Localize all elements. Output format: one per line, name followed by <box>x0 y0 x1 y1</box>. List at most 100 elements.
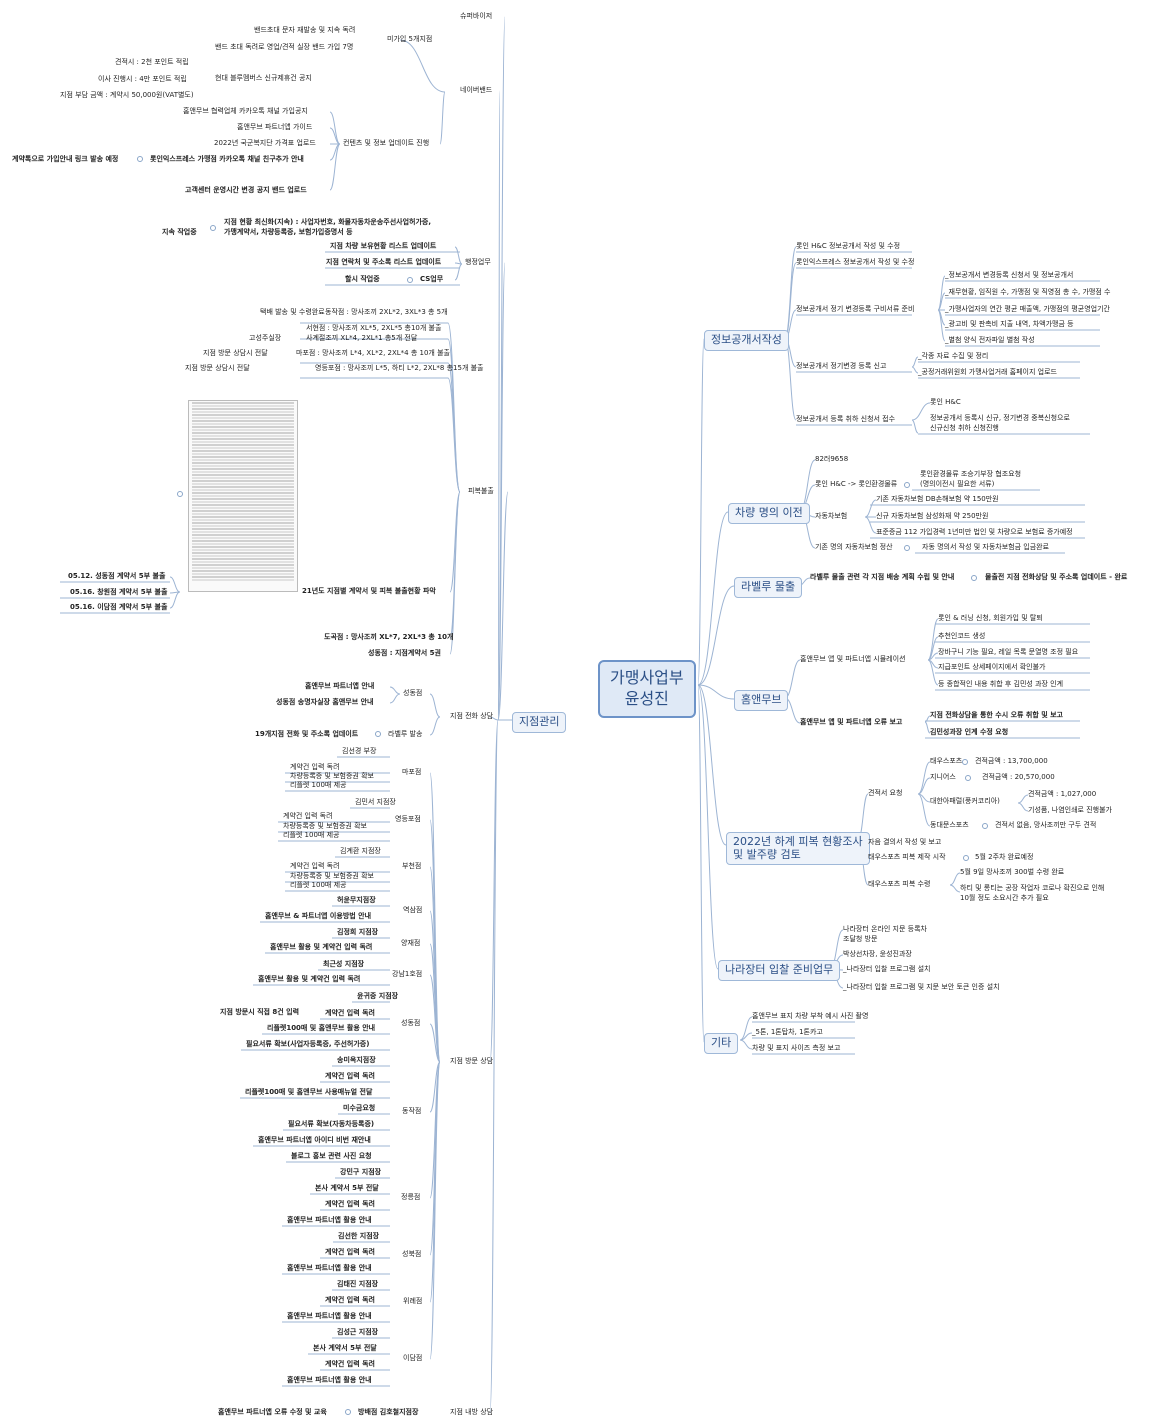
collapse-toggle[interactable] <box>137 156 143 162</box>
nara-item[interactable]: 나라장터 온라인 지문 등록차 <box>843 925 927 933</box>
info-doc-item[interactable]: _재무현황, 임직원 수, 가맹점 및 직영점 총 수, 가맹점 수 <box>945 288 1111 296</box>
uniform-dogok[interactable]: 도곡점 : 망사조끼 XL*7, 2XL*3 총 10개 <box>324 633 454 641</box>
collapse-toggle[interactable] <box>177 491 183 497</box>
branch-vehicle[interactable]: 차량 명의 이전 <box>728 503 810 524</box>
vehicle-settlement[interactable]: 자동 명의서 작성 및 자동차보험금 입금완료 <box>922 543 1050 551</box>
info-doc-item[interactable]: _가맹사업자의 연간 평균 매출액, 가맹점의 평균영업기간 <box>945 305 1110 313</box>
naver-unjoined-item[interactable]: 밴드초대 문자 재발송 및 지속 독려 <box>254 26 356 34</box>
visit-branch-item[interactable]: 본사 계약서 5부 전달 <box>315 1184 379 1192</box>
collapse-toggle[interactable] <box>407 277 413 283</box>
home-issue[interactable]: 장바구니 기능 필요, 레일 목록 문열명 조정 필요 <box>938 648 1079 656</box>
vendor-quote[interactable]: 견적서 없음, 망사조끼만 구두 견적 <box>995 821 1097 829</box>
nara-item[interactable]: _나라장터 입찰 프로그램 및 지문 보안 토큰 인증 설치 <box>843 983 1000 991</box>
visit-branch-item[interactable]: 리플렛100매 및 홈앤무브 활용 안내 <box>267 1024 376 1032</box>
visit-branch-item[interactable]: 필요서류 확보(자동차등록증) <box>288 1120 375 1128</box>
uniform-row[interactable]: 동작점 : 망사조끼 2XL*2, 3XL*3 총 5개 <box>325 308 448 316</box>
vendor-name[interactable]: 대한아패럴(풍커코리아) <box>930 797 1000 805</box>
phone-sd-item[interactable]: 성동점 송명자실장 홈앤무브 안내 <box>276 698 374 706</box>
left-branch[interactable]: 네이버밴드 <box>460 86 493 94</box>
visit-branch-name[interactable]: 강남1호점 <box>392 970 423 978</box>
visit-branch-item[interactable]: 김선경 부장 <box>342 747 377 755</box>
visit-branch-name[interactable]: 성북점 <box>402 1250 422 1258</box>
visit-branch-item[interactable]: 계약건 입력 독려 <box>325 1360 375 1368</box>
collapse-toggle[interactable] <box>963 855 969 861</box>
phone-label[interactable]: 라벨루 발송 <box>388 730 423 738</box>
visit-branch-item[interactable]: 홈앤무브 파트너앱 아이디 비번 재안내 <box>258 1136 371 1144</box>
vehicle-insurance[interactable]: 기존 자동차보험 DB손해보험 약 150만원 <box>876 495 999 503</box>
vehicle-item[interactable]: 롯인 H&C -> 롯인환경물류 <box>815 480 898 488</box>
visit-branch-item[interactable]: 계약건 입력 독려 <box>325 1009 375 1017</box>
label-update[interactable]: 물출전 지점 전화상담 및 주소록 업데이트 - 완료 <box>985 573 1128 581</box>
home-issue[interactable]: 등 종합적인 내용 취합 후 김민성 과장 인계 <box>938 680 1064 688</box>
admin-keep-tag[interactable]: 지속 작업중 <box>162 228 197 236</box>
visit-branch-item[interactable]: 홈앤무브 & 파트너앱 이용방법 안내 <box>265 912 372 920</box>
vehicle-item[interactable]: 기존 명의 자동차보험 정산 <box>815 543 893 551</box>
vendor-quote[interactable]: 견적금액 : 1,027,000 <box>1028 790 1097 798</box>
uniform-contract-date[interactable]: 05.16. 이담점 계약서 5부 불출 <box>70 603 168 611</box>
visit-branch-name[interactable]: 마포점 <box>402 768 422 776</box>
uniform-contract-date[interactable]: 05.16. 창원점 계약서 5부 불출 <box>70 588 168 596</box>
visit-branch-item[interactable]: 김성근 지점장 <box>337 1328 379 1336</box>
vehicle-item[interactable]: 82러9658 <box>815 455 849 463</box>
visit-branch-name[interactable]: 영등포점 <box>395 815 421 823</box>
visit-branch-item[interactable]: 홈앤무브 파트너앱 활용 안내 <box>287 1312 372 1320</box>
info-item[interactable]: 정보공개서 등록 취하 신청서 접수 <box>796 415 896 423</box>
admin-item-cont[interactable]: 가맹계약서, 차량등록증, 보험가입증명서 등 <box>224 228 353 236</box>
naver-unjoined[interactable]: 미가입 5개지점 <box>387 35 433 43</box>
vehicle-insurance[interactable]: 표준증금 112 가입경력 1년미만 법인 및 차량으로 보험료 증가예정 <box>876 528 1073 536</box>
label-plan[interactable]: 라벨루 물출 관련 각 지점 배송 계획 수립 및 안내 <box>810 573 955 581</box>
uniform-row[interactable]: 마포점 : 망사조끼 L*4, XL*2, 2XL*4 총 10개 불출 <box>296 349 450 357</box>
survey-step[interactable]: 태우스포츠 피복 제작 시작 <box>868 853 946 861</box>
collapse-toggle[interactable] <box>962 759 968 765</box>
uniform-row[interactable]: 사계절조끼 XL*4, 2XL*1 총5개 전달 <box>306 334 418 342</box>
visit-branch-item[interactable]: 허윤무지점장 <box>337 896 376 904</box>
collapse-toggle[interactable] <box>965 775 971 781</box>
branch-info[interactable]: 정보공개서작성 <box>704 330 789 351</box>
visit-branch-name[interactable]: 동작점 <box>402 1107 422 1115</box>
visit-branch-item[interactable]: 홈앤무브 파트너앱 활용 안내 <box>287 1376 372 1384</box>
nara-item[interactable]: _나라장터 입찰 프로그램 설치 <box>843 965 931 973</box>
visit-branch-item[interactable]: 차량등록증 및 보험증권 확보 <box>290 872 374 880</box>
visit-branch-item[interactable]: 최근성 지점장 <box>323 960 365 968</box>
naver-join-plan[interactable]: 계약톡으로 가입안내 링크 발송 예정 <box>12 155 119 163</box>
info-cancel-item[interactable]: 롯인 H&C <box>930 398 961 406</box>
visit-branch-item[interactable]: 홈앤무브 파트너앱 활용 안내 <box>287 1216 372 1224</box>
vendor-name[interactable]: 태우스포츠 <box>930 757 963 765</box>
naver-content-item[interactable]: 2022년 국군복지단 가격표 업로드 <box>214 139 316 147</box>
admin-item[interactable]: 지점 차량 보유현황 리스트 업데이트 <box>330 242 437 250</box>
naver-content-item[interactable]: 홈앤무브 파트너앱 가이드 <box>237 123 313 131</box>
collapse-toggle[interactable] <box>210 225 216 231</box>
inner-note[interactable]: 홈앤무브 파트너앱 오류 수정 및 교육 <box>218 1408 327 1416</box>
visit-branch-item[interactable]: 리플렛 100매 제공 <box>283 831 340 839</box>
visit-branch-item[interactable]: 계약건 입력 독려 <box>325 1296 375 1304</box>
collapse-toggle[interactable] <box>904 545 910 551</box>
vendor-quote[interactable]: 견적금액 : 13,700,000 <box>975 757 1048 765</box>
uniform-row[interactable]: 서현점 : 망사조끼 XL*5, 2XL*5 총10개 불출 <box>306 324 442 332</box>
branch-label[interactable]: 라벨루 물출 <box>734 577 803 598</box>
visit-branch-item[interactable]: 강민구 지점장 <box>340 1168 382 1176</box>
naver-content-item[interactable]: 고객센터 운영시간 변경 공지 밴드 업로드 <box>185 186 307 194</box>
left-branch[interactable]: 슈퍼바이저 <box>460 12 493 20</box>
collapse-toggle[interactable] <box>375 731 381 737</box>
naver-unjoined-item[interactable]: 밴드 초대 독려로 영업/견적 실장 밴드 가입 7명 <box>215 43 354 51</box>
visit-branch-item[interactable]: 김계환 지점장 <box>340 847 381 855</box>
info-doc-item[interactable]: _광고비 및 판촉비 지출 내역, 차액가맹금 등 <box>945 320 1074 328</box>
left-branch[interactable]: 행정업무 <box>465 258 491 266</box>
info-register-item[interactable]: _공정거래위원회 가맹사업거래 홈페이지 업로드 <box>918 368 1057 376</box>
left-branch[interactable]: 지점 내방 상담 <box>450 1408 494 1416</box>
phone-seongdong[interactable]: 성동점 <box>403 689 423 697</box>
survey-receive[interactable]: 5월 9일 망사조끼 300벌 수령 완료 <box>960 868 1065 876</box>
visit-branch-item[interactable]: 김민서 지점장 <box>355 798 396 806</box>
info-doc-item[interactable]: _정보공개서 변경등록 신청서 및 정보공개서 <box>945 271 1074 279</box>
visit-branch-item[interactable]: 블로그 홍보 관련 사진 요청 <box>291 1152 372 1160</box>
visit-branch-item[interactable]: 리플렛 100매 제공 <box>290 881 347 889</box>
visit-branch-name[interactable]: 양재점 <box>401 939 421 947</box>
uniform-row[interactable]: 지점 방문 상담시 전달 <box>185 364 250 372</box>
phone-sd-item[interactable]: 홈앤무브 파트너앱 안내 <box>305 682 375 690</box>
uniform-row[interactable]: 지점 방문 상담시 전달 <box>203 349 268 357</box>
uniform-seongdong[interactable]: 성동점 : 지점계약서 5권 <box>368 649 441 657</box>
hyundai-detail[interactable]: 견적시 : 2천 포인트 적립 <box>115 58 189 66</box>
naver-content-item[interactable]: 롯인익스프레스 가맹점 카카오톡 채널 친구추가 안내 <box>150 155 304 163</box>
etc-item[interactable]: _5톤, 1톤탑차, 1톤카고 <box>752 1028 823 1036</box>
